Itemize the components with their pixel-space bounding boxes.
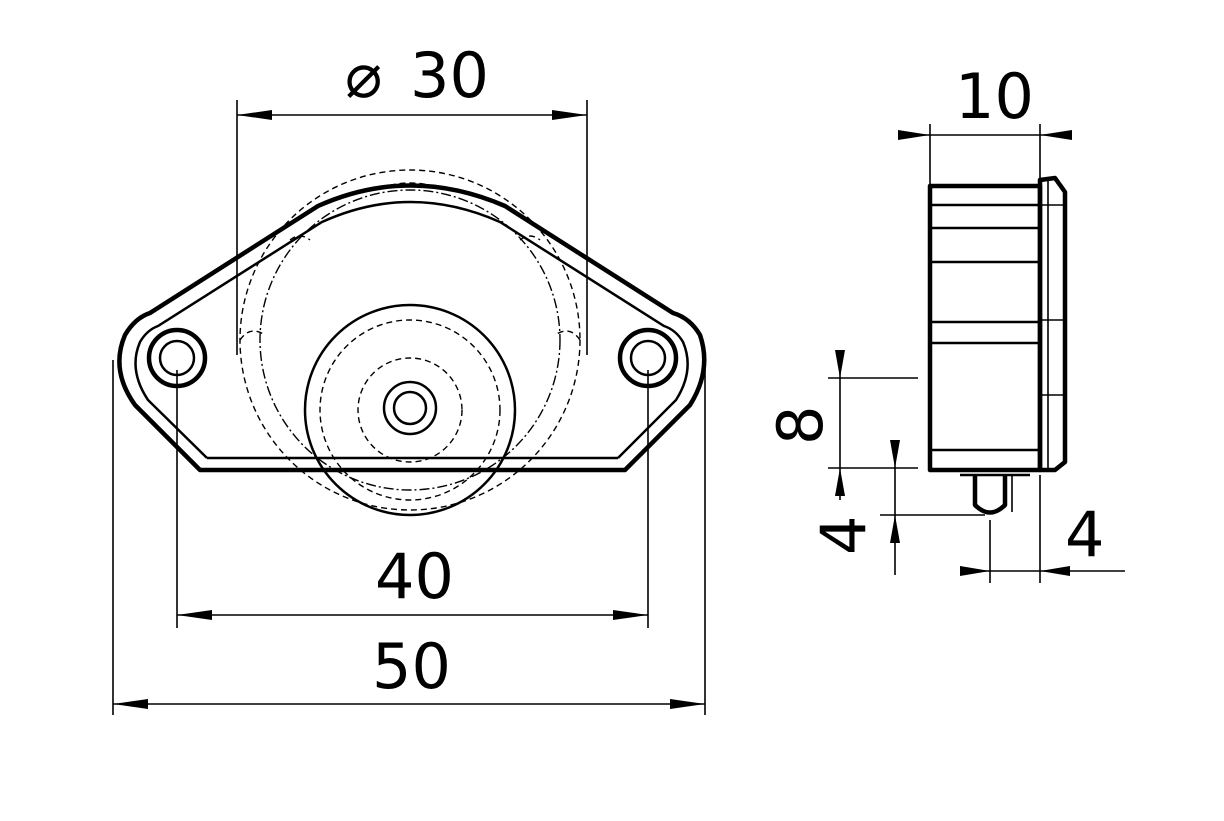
plate-outline bbox=[117, 183, 707, 473]
dim-height-4: 4 bbox=[807, 440, 985, 575]
dim-overall-width: 50 bbox=[112, 360, 706, 715]
hole-spacing-value: 40 bbox=[375, 540, 454, 613]
overall-width-value: 50 bbox=[372, 630, 451, 703]
side-view: 10 8 4 4 bbox=[764, 60, 1125, 583]
left-hole-inner bbox=[158, 339, 196, 377]
dim-hole-spacing: 40 bbox=[176, 370, 649, 628]
hub-mid bbox=[319, 319, 501, 501]
height-8-value: 8 bbox=[764, 406, 837, 445]
body-inner-hidden bbox=[259, 189, 561, 491]
side-pin bbox=[972, 475, 1008, 515]
offset-4-value: 4 bbox=[1065, 498, 1104, 571]
body-lobes bbox=[239, 182, 581, 341]
width-top-value: 10 bbox=[955, 60, 1034, 133]
dim-height-8: 8 bbox=[764, 350, 918, 500]
dim-width-top: 10 bbox=[898, 60, 1072, 186]
plate-inner-outline bbox=[134, 200, 689, 459]
diameter-symbol: ⌀ bbox=[345, 39, 382, 112]
dim-diameter: ⌀ 30 bbox=[236, 39, 588, 355]
diameter-value: 30 bbox=[410, 39, 489, 112]
front-view: ⌀ 30 40 50 bbox=[112, 39, 707, 715]
height-4-value: 4 bbox=[807, 516, 880, 555]
dim-offset-4: 4 bbox=[960, 475, 1125, 583]
shaft-outer bbox=[382, 380, 438, 436]
right-hole-inner bbox=[629, 339, 667, 377]
hub-ring bbox=[357, 357, 463, 463]
hub-outer bbox=[303, 303, 517, 517]
side-flange bbox=[1037, 175, 1068, 473]
shaft-inner bbox=[392, 390, 428, 426]
